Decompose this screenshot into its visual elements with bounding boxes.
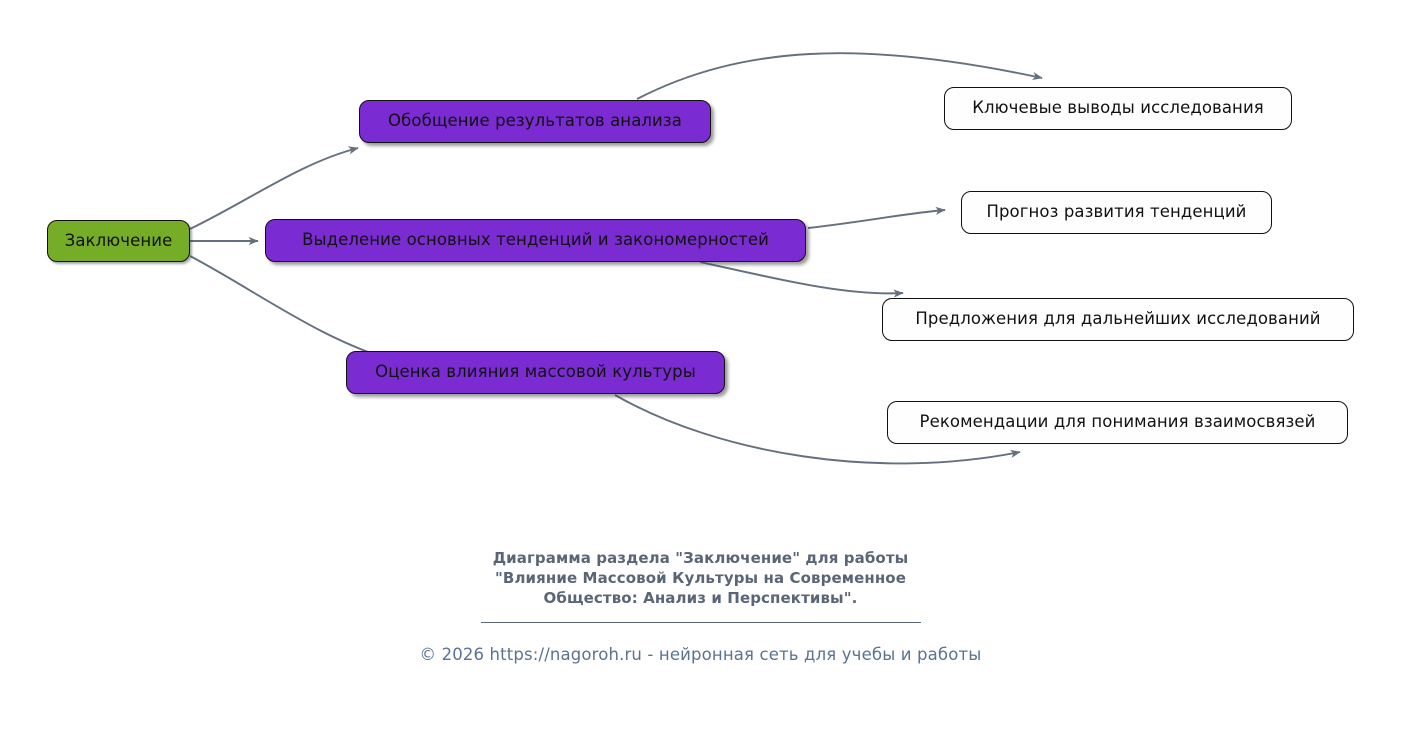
edge-root-to-branch-1 <box>189 146 359 230</box>
edge-root-to-branch-3 <box>189 255 399 364</box>
node-root-label: Заключение <box>64 230 173 250</box>
node-leaf-1[interactable]: Ключевые выводы исследования <box>944 87 1292 130</box>
node-branch-3[interactable]: Оценка влияния массовой культуры <box>346 351 725 394</box>
node-leaf-4[interactable]: Рекомендации для понимания взаимосвязей <box>887 401 1348 444</box>
caption-line-1: Диаграмма раздела "Заключение" для работ… <box>492 549 909 567</box>
node-leaf-4-label: Рекомендации для понимания взаимосвязей <box>919 412 1316 432</box>
node-leaf-2[interactable]: Прогноз развития тенденций <box>961 191 1272 234</box>
node-leaf-3-label: Предложения для дальнейших исследований <box>915 309 1321 329</box>
node-branch-2[interactable]: Выделение основных тенденций и закономер… <box>265 219 806 262</box>
caption-divider <box>480 622 921 623</box>
edge-branch-2-to-leaf-2 <box>807 206 946 229</box>
node-root[interactable]: Заключение <box>47 220 190 262</box>
caption-line-3: Общество: Анализ и Перспективы". <box>543 589 858 607</box>
node-leaf-2-label: Прогноз развития тенденций <box>986 202 1247 222</box>
footer-credit: © 2026 https://nagoroh.ru - нейронная се… <box>419 645 982 664</box>
edge-branch-2-to-leaf-3 <box>699 261 904 298</box>
node-branch-3-label: Оценка влияния массовой культуры <box>375 362 696 382</box>
node-leaf-3[interactable]: Предложения для дальнейших исследований <box>882 298 1354 341</box>
node-branch-2-label: Выделение основных тенденций и закономер… <box>302 230 769 250</box>
node-leaf-1-label: Ключевые выводы исследования <box>972 98 1264 118</box>
caption-line-2: "Влияние Массовой Культуры на Современно… <box>495 569 906 587</box>
node-branch-1-label: Обобщение результатов анализа <box>388 111 682 131</box>
diagram-caption: Диаграмма раздела "Заключение" для работ… <box>0 548 1401 623</box>
node-branch-1[interactable]: Обобщение результатов анализа <box>359 100 711 143</box>
